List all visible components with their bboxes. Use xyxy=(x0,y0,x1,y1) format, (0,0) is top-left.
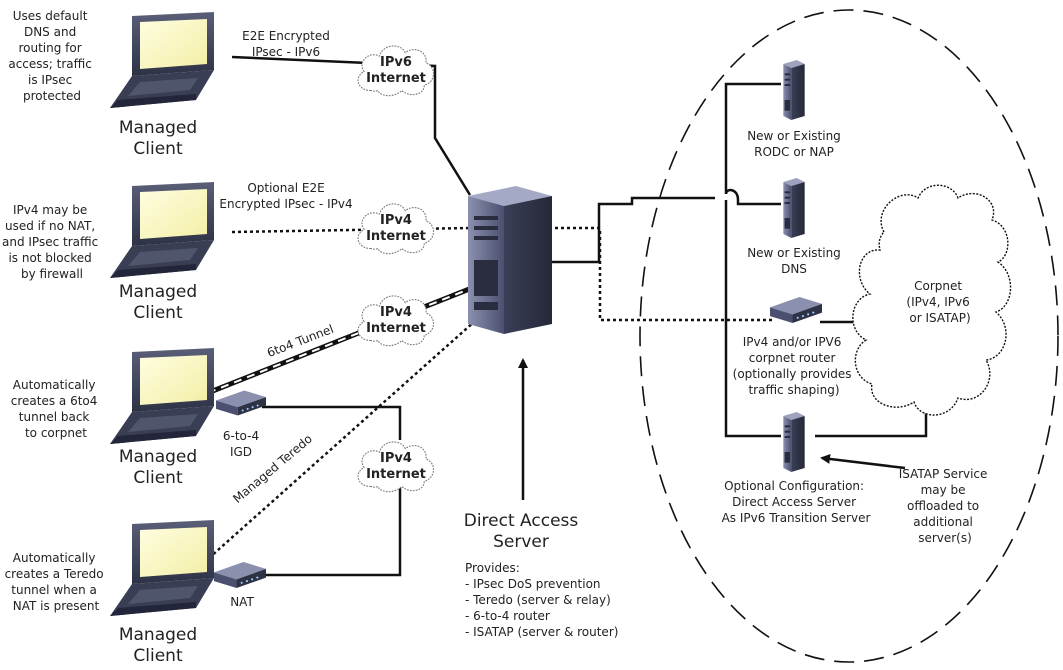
corpnet-cloud xyxy=(852,184,1012,416)
dns-server-icon xyxy=(783,178,805,238)
server-corp-link xyxy=(549,196,715,264)
client-2 xyxy=(110,182,214,278)
corpnet-label: Corpnet (IPv4, IPv6 or ISATAP) xyxy=(906,279,973,325)
client-3-note: Automatically creates a 6to4 tunnel back… xyxy=(11,378,101,440)
isatap-corpnet-link xyxy=(815,412,928,438)
client-4 xyxy=(110,520,214,616)
laptop-icon xyxy=(110,520,214,616)
corpnet-router-icon xyxy=(770,297,822,323)
direct-access-server xyxy=(468,186,552,334)
isatap-arrow xyxy=(820,453,906,470)
nat-label: NAT xyxy=(230,595,254,609)
isatap-server-icon xyxy=(783,412,805,472)
corpnet-boundary xyxy=(639,9,1059,663)
laptop-icon xyxy=(110,348,214,444)
laptop-icon xyxy=(110,12,214,108)
server-router-link xyxy=(549,226,775,322)
laptop-icon xyxy=(110,182,214,278)
isatap-server-label: Optional Configuration: Direct Access Se… xyxy=(722,479,871,525)
client-1-note: Uses default DNS and routing for access;… xyxy=(8,9,95,103)
isatap-note: ISATAP Service may be offloaded to addit… xyxy=(899,467,992,545)
igd-switch-icon xyxy=(216,390,266,416)
client-3 xyxy=(110,348,214,444)
client-2-note: IPv4 may be used if no NAT, and IPsec tr… xyxy=(2,203,102,281)
rodc-link xyxy=(724,82,781,206)
ipv6-link xyxy=(231,55,472,196)
corpnet-router-label: IPv4 and/or IPV6 corpnet router (optiona… xyxy=(733,335,856,397)
ipv4-optional-link xyxy=(231,226,471,234)
6to4-tunnel-dash xyxy=(194,283,483,399)
client-4-note: Automatically creates a Teredo tunnel wh… xyxy=(5,551,108,613)
server-provides: Provides: - IPsec DoS prevention - Tered… xyxy=(465,561,618,639)
nat-switch-icon xyxy=(214,562,266,588)
corp-backbone xyxy=(724,200,781,438)
igd-link xyxy=(262,405,402,440)
rodc-server-icon xyxy=(783,60,805,120)
nat-link xyxy=(265,486,402,577)
client-1 xyxy=(110,12,214,108)
teredo-link xyxy=(199,304,494,567)
